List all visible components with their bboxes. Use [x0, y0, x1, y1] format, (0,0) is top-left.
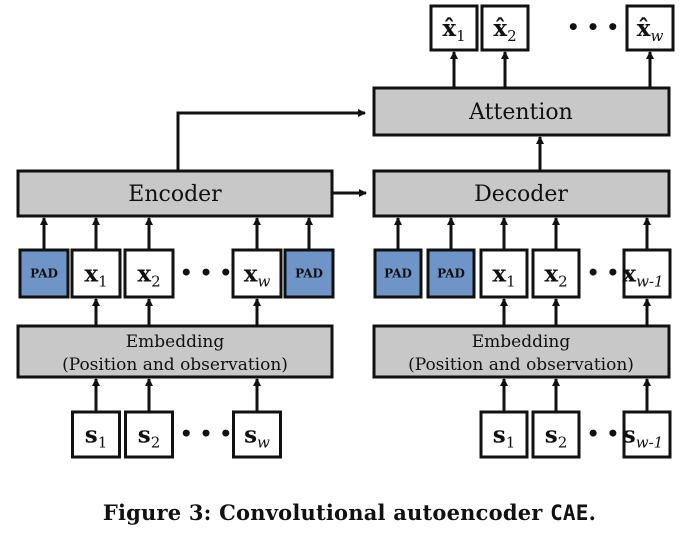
encoder-input-3-ellipsis: • • • — [180, 422, 232, 446]
decoder-token-1-pad-box — [373, 248, 423, 299]
decoder-token-4-label: x2 — [544, 261, 567, 291]
decoder-token-2-pad-label: PAD — [437, 267, 465, 281]
decoder-input-4-label: sw-1 — [623, 422, 663, 452]
encoder-token-1-pad-label: PAD — [30, 267, 58, 281]
decoder-embedding-block — [372, 324, 671, 379]
encoder-token-5-label: xw — [244, 261, 271, 291]
decoder-embedding-title: Embedding — [472, 332, 571, 352]
caption-code: CAE — [550, 501, 589, 525]
decoder-token-1-pad-label: PAD — [384, 267, 412, 281]
figure-caption: Figure 3: Convolutional autoencoder CAE. — [102, 500, 597, 525]
attention-block — [372, 86, 671, 137]
encoder-token-4-ellipsis: • • • — [180, 261, 232, 285]
encoder-token-2-label: x1 — [84, 261, 107, 291]
encoder-token-2-box — [70, 248, 122, 299]
encoder-input-1-label: s1 — [85, 422, 108, 452]
encoder-to-attention-arrow — [176, 109, 366, 171]
decoder-token-6-label: xw-1 — [622, 261, 663, 291]
output-3-ellipsis: • • • — [567, 15, 619, 39]
decoder-token-3-label: x1 — [492, 261, 515, 291]
encoder-input-2-label: s2 — [138, 422, 161, 452]
encoder-token-6-pad-label: PAD — [295, 267, 323, 281]
output-4-box — [625, 4, 675, 52]
decoder-label: Decoder — [474, 182, 568, 207]
output-2-box — [480, 4, 530, 52]
encoder-input-4-label: sw — [244, 422, 270, 452]
decoder-token-2-pad-box — [426, 248, 476, 299]
decoder-input-4-box — [622, 410, 672, 459]
encoder-token-1-pad-box — [18, 248, 70, 299]
encoder-token-3-label: x2 — [137, 261, 160, 291]
decoder-token-3-box — [479, 248, 529, 299]
encoder-block — [16, 169, 334, 218]
decoder-token-5-ellipsis: • • — [587, 261, 620, 285]
encoder-embedding-subtitle: (Position and observation) — [62, 355, 288, 375]
output-4-label: x̂w — [637, 15, 664, 45]
output-2-label: x̂2 — [493, 15, 516, 45]
encoder-label: Encoder — [128, 182, 222, 207]
encoder-embedding-title: Embedding — [126, 332, 225, 352]
output-1-box — [429, 4, 479, 52]
encoder-embedding-block — [16, 324, 334, 379]
attention-label: Attention — [468, 100, 573, 125]
encoder-token-6-pad-box — [283, 248, 335, 299]
encoder-input-4-box — [232, 410, 282, 459]
decoder-embedding-subtitle: (Position and observation) — [408, 355, 634, 375]
output-1-label: x̂1 — [442, 15, 465, 45]
decoder-input-1-label: s1 — [493, 422, 516, 452]
decoder-input-2-box — [531, 410, 581, 459]
decoder-input-2-label: s2 — [545, 422, 568, 452]
decoder-input-3-ellipsis: • • — [587, 422, 620, 446]
decoder-block — [372, 169, 671, 218]
